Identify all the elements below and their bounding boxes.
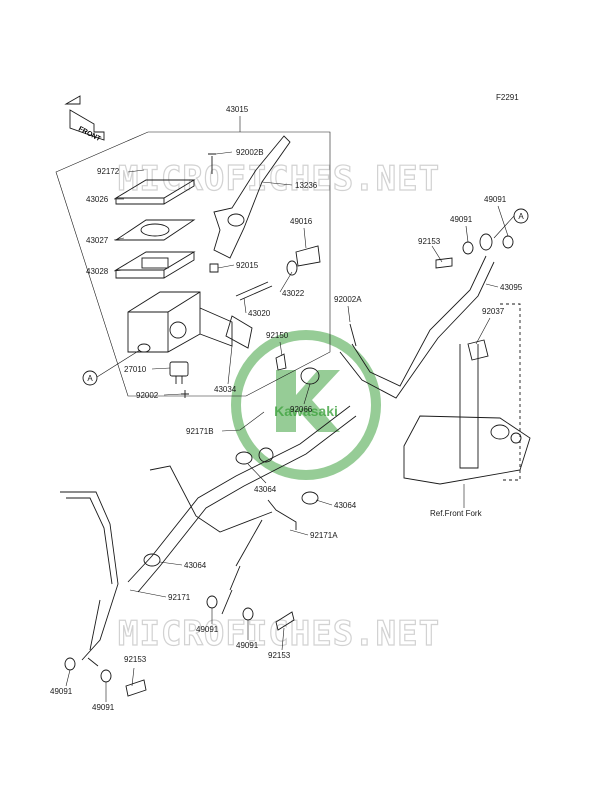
part-label: 43064: [254, 485, 277, 494]
push-rod-boot: [225, 315, 253, 349]
part-label: 92015: [236, 261, 259, 270]
part-label: 49091: [236, 641, 259, 650]
part-label: 92171B: [186, 427, 214, 436]
banjo-bolt-2: [275, 611, 295, 631]
watermark-top: MICROFICHES.NET: [118, 159, 440, 199]
callout-a-left: A: [82, 370, 98, 386]
part-label: 49091: [450, 215, 473, 224]
screw-icon: [181, 390, 189, 398]
part-label: 49091: [196, 625, 219, 634]
part-label: 92171A: [310, 531, 338, 540]
grommet-4: [143, 553, 161, 567]
banjo-bolt-3: [125, 679, 147, 697]
washer-1: [206, 595, 218, 609]
part-label: 49091: [50, 687, 73, 696]
part-label: 49091: [484, 195, 507, 204]
callout-a-right: A: [513, 208, 529, 224]
washer-5: [462, 241, 474, 255]
leader-lines: [65, 116, 515, 702]
hose-fitting-right: [235, 519, 263, 567]
part-label: 92153: [124, 655, 147, 664]
ref-front-fork: Ref.Front Fork: [430, 509, 483, 518]
part-label: 43034: [214, 385, 237, 394]
part-label: 92066: [290, 405, 313, 414]
svg-text:A: A: [87, 374, 93, 383]
kawasaki-logo: Kawasaki: [231, 330, 381, 480]
part-label: 92002: [136, 391, 159, 400]
part-label: 43020: [248, 309, 271, 318]
front-arrow-icon: FRONT: [64, 95, 105, 144]
figure-code: F2291: [496, 93, 519, 102]
part-label: 92002A: [334, 295, 362, 304]
assembly-frame: [55, 131, 331, 397]
part-label: 13236: [295, 181, 318, 190]
washer-6: [502, 235, 514, 249]
banjo-bolt: [275, 353, 287, 371]
part-label: 43095: [500, 283, 523, 292]
piston-spring: [235, 281, 273, 301]
part-label: 92153: [418, 237, 441, 246]
part-label: 92172: [97, 167, 120, 176]
nut: [209, 263, 219, 273]
part-label: 92153: [268, 651, 291, 660]
lever-bolt: [208, 153, 216, 174]
grommet-2: [258, 447, 274, 463]
banjo-bolt-4: [435, 257, 453, 269]
hose-bracket-mid: [149, 465, 273, 533]
boot: [295, 245, 321, 267]
part-label: 92171: [168, 593, 191, 602]
front-fork-bracket: [403, 303, 531, 485]
part-label: 92150: [266, 331, 289, 340]
bracket-left: [60, 491, 119, 661]
washer-3: [64, 657, 76, 671]
part-label: 43064: [334, 501, 357, 510]
hose-fitting-left: [89, 599, 101, 651]
part-label: 43064: [184, 561, 207, 570]
part-label: 43027: [86, 236, 109, 245]
brake-hose-lower: [127, 405, 351, 583]
logo-text: Kawasaki: [274, 403, 338, 419]
hose-guide-bolt: [349, 323, 357, 347]
reservoir-cap: [114, 179, 196, 205]
part-label: 43015: [226, 105, 249, 114]
part-label: 43022: [282, 289, 305, 298]
grommet-3: [301, 491, 319, 505]
master-cylinder-body: [127, 291, 233, 353]
diaphragm: [114, 251, 196, 279]
part-label: 43028: [86, 267, 109, 276]
banjo-fitting: [479, 233, 493, 251]
part-label: 92037: [482, 307, 505, 316]
part-label: 92002B: [236, 148, 264, 157]
circlip: [286, 260, 298, 276]
part-label: 27010: [124, 365, 147, 374]
grommet-1: [235, 451, 253, 465]
svg-text:A: A: [518, 212, 524, 221]
washer-4: [100, 669, 112, 683]
part-label: 49016: [290, 217, 313, 226]
reservoir-plate: [114, 219, 196, 241]
part-label: 43026: [86, 195, 109, 204]
brake-switch: [169, 361, 189, 384]
part-label: 49091: [92, 703, 115, 712]
brake-hose-upper: [351, 255, 487, 387]
front-label: FRONT: [77, 126, 102, 144]
